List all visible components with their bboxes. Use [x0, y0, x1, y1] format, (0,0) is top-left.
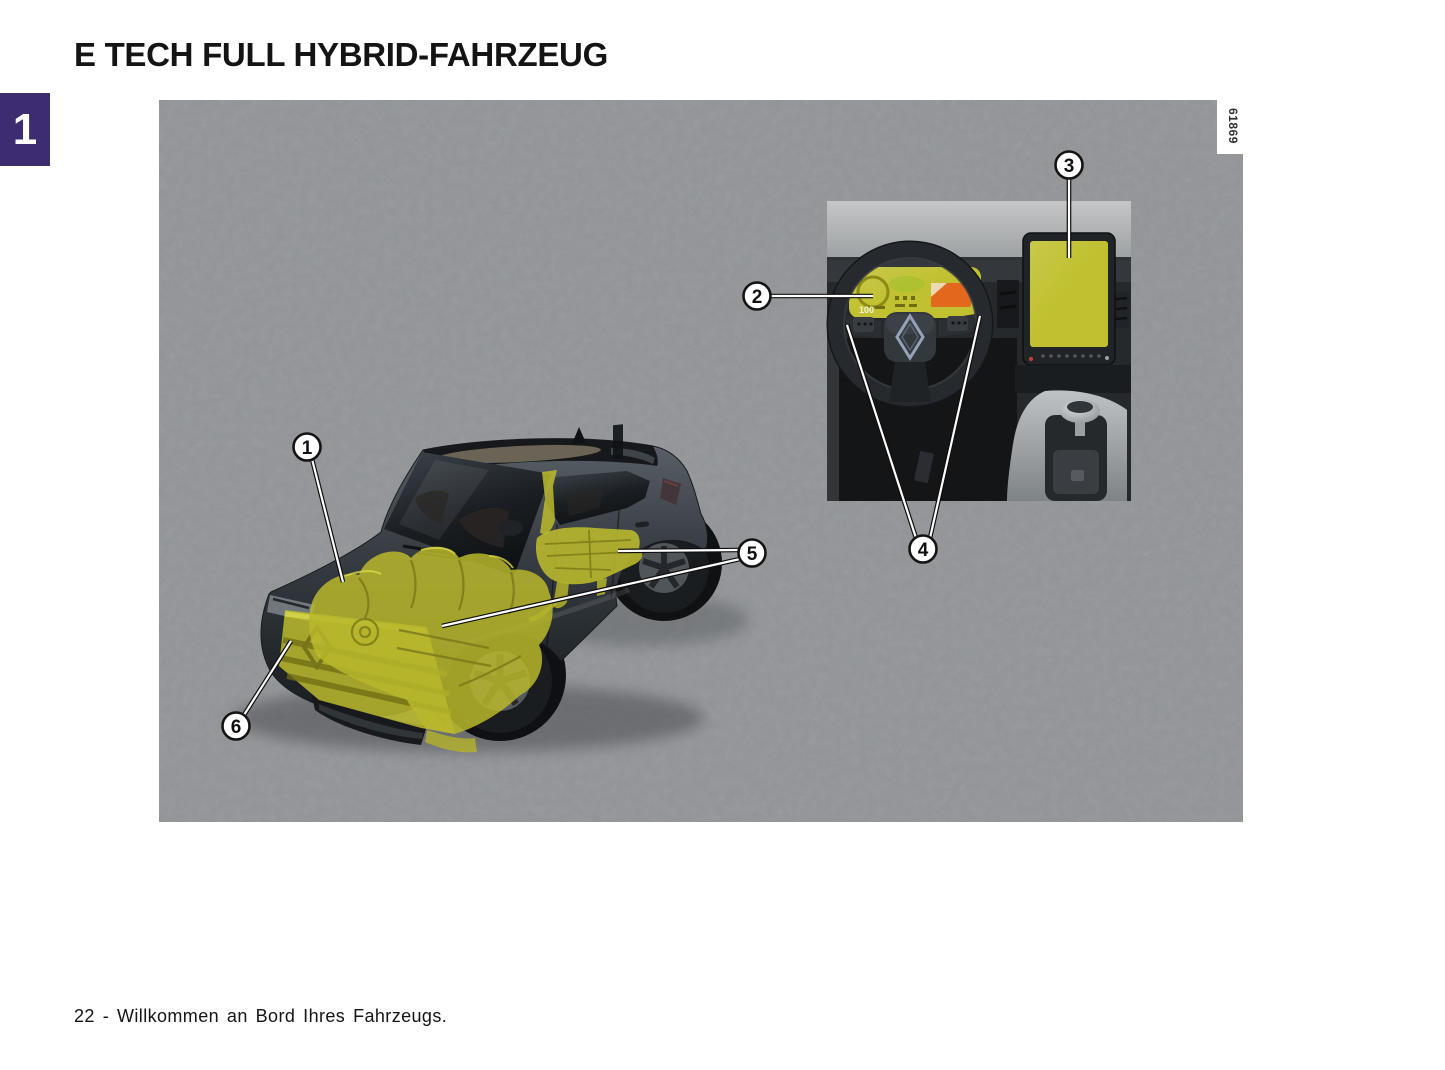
svg-text:2: 2: [752, 287, 763, 308]
svg-text:4: 4: [918, 540, 929, 561]
side-mirror: [493, 520, 523, 542]
figure-svg: 100: [159, 100, 1243, 822]
chapter-tab: 1: [0, 93, 50, 166]
callout-6: 6: [221, 711, 251, 741]
antenna-fin: [572, 427, 586, 444]
svg-text:3: 3: [1064, 156, 1075, 177]
svg-text:1: 1: [302, 438, 313, 459]
callout-1: 1: [292, 432, 322, 462]
renault-diamond-logo: [895, 313, 925, 361]
hybrid-highlights: [279, 470, 643, 753]
windshield: [384, 452, 551, 576]
callout-2: 2: [742, 281, 772, 311]
callout-5: 5: [737, 538, 767, 568]
steering-wheel: [826, 240, 994, 408]
gear-base-button: [1071, 470, 1084, 481]
cluster-warning-panel: [931, 283, 971, 307]
center-console: [1007, 390, 1127, 501]
page-title: E TECH FULL HYBRID-FAHRZEUG: [74, 36, 608, 73]
instrument-cluster: 100: [849, 267, 981, 318]
callouts: 1 2 3 4 5 6: [221, 150, 1084, 741]
touchscreen: [1022, 232, 1116, 366]
figure-hybrid-overview: 100: [159, 100, 1243, 822]
pillar-strip-highlight: [540, 470, 557, 535]
svg-text:6: 6: [231, 717, 242, 738]
gear-selector: [1060, 399, 1100, 436]
cluster-speed-readout: 100: [859, 305, 874, 315]
steering-column: [889, 362, 931, 402]
callout-4: 4: [908, 534, 938, 564]
image-ref-number: 61869: [1226, 108, 1240, 144]
image-ref-label: 61869: [1217, 100, 1243, 154]
car-illustration: [234, 424, 749, 753]
svg-text:5: 5: [747, 544, 758, 565]
dashboard-inset: 100: [826, 201, 1131, 501]
chapter-number: 1: [12, 104, 38, 154]
callout-3: 3: [1054, 150, 1084, 180]
page-footer: 22 - Willkommen an Bord Ihres Fahrzeugs.: [74, 1006, 448, 1026]
engine-highlight: [309, 546, 553, 734]
